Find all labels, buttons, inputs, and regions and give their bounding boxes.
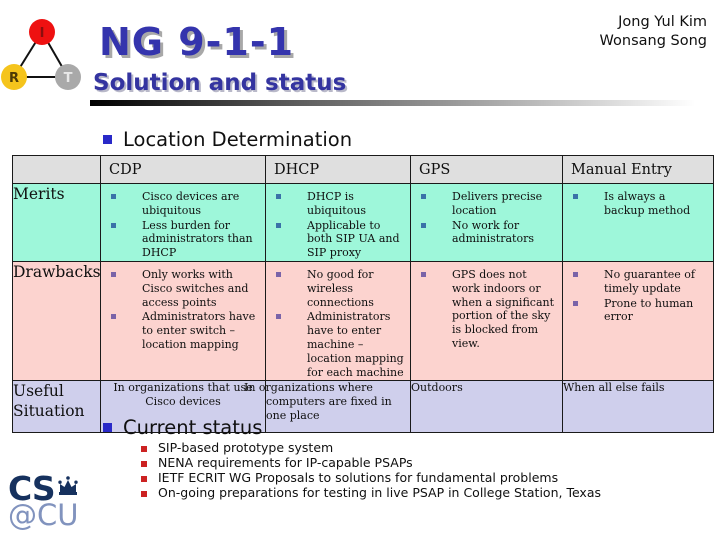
gradient-divider xyxy=(90,100,714,106)
row-label-useful-situation: Useful Situation xyxy=(12,380,101,434)
square-bullet-icon xyxy=(276,222,281,228)
section-title: Location Determination xyxy=(123,128,353,151)
author-2: Wonsang Song xyxy=(599,32,707,49)
red-square-bullet-icon xyxy=(141,446,147,452)
header-dhcp: DHCP xyxy=(265,155,411,184)
header-blank xyxy=(12,155,101,184)
bullet-item: Less burden for administrators than DHCP xyxy=(109,219,261,260)
square-bullet-icon xyxy=(276,271,281,277)
header-cdp: CDP xyxy=(100,155,266,184)
useful-dhcp-cell: In organizations where computers are fix… xyxy=(244,380,411,434)
useful-gps-cell: Outdoors xyxy=(410,380,563,434)
author-names: Jong Yul Kim Wonsang Song xyxy=(600,13,707,50)
header-manual-entry: Manual Entry xyxy=(562,155,714,184)
red-square-bullet-icon xyxy=(141,491,147,497)
location-methods-table: CDP DHCP GPS Manual Entry Merits Cisco d… xyxy=(12,155,714,434)
square-bullet-icon xyxy=(573,194,578,199)
table-row-drawbacks: Drawbacks Only works with Cisco switches… xyxy=(12,260,714,382)
merits-manual-cell: Is always a backup method xyxy=(562,183,714,262)
status-item: On-going preparations for testing in liv… xyxy=(141,486,601,500)
merits-cdp-cell: Cisco devices are ubiquitous Less burden… xyxy=(100,183,266,262)
row-label-drawbacks: Drawbacks xyxy=(12,260,101,382)
bullet-item: Is always a backup method xyxy=(571,190,709,218)
square-bullet-icon xyxy=(111,194,116,199)
square-bullet-icon xyxy=(276,314,281,320)
square-bullet-icon xyxy=(421,194,426,199)
drawbacks-manual-cell: No guarantee of timely update Prone to h… xyxy=(562,260,714,382)
slide-subtitle: Solution and status xyxy=(93,70,347,96)
drawbacks-cdp-cell: Only works with Cisco switches and acces… xyxy=(100,260,266,382)
blue-square-bullet-icon xyxy=(103,423,112,432)
blue-square-bullet-icon xyxy=(103,135,112,144)
useful-cdp-cell: In organizations that use Cisco devices xyxy=(100,380,266,434)
square-bullet-icon xyxy=(276,194,281,199)
irt-triangle-logo-icon: I R T xyxy=(1,19,81,90)
bullet-item: GPS does not work indoors or when a sign… xyxy=(419,268,558,351)
bullet-item: Prone to human error xyxy=(571,297,709,325)
status-item: SIP-based prototype system xyxy=(141,441,601,455)
bullet-item: Delivers precise location xyxy=(419,190,558,218)
header-gps: GPS xyxy=(410,155,563,184)
status-item: IETF ECRIT WG Proposals to solutions for… xyxy=(141,471,601,485)
logo-node-t-label: T xyxy=(64,71,73,86)
columbia-crown-icon xyxy=(57,476,78,495)
section-location-determination: Location Determination xyxy=(103,128,352,151)
section-title: Current status xyxy=(123,416,263,439)
logo-node-i-label: I xyxy=(40,26,45,41)
bullet-item: Only works with Cisco switches and acces… xyxy=(109,268,261,309)
table-header-row: CDP DHCP GPS Manual Entry xyxy=(12,155,714,184)
bullet-item: No guarantee of timely update xyxy=(571,268,709,296)
drawbacks-gps-cell: GPS does not work indoors or when a sign… xyxy=(410,260,563,382)
section-current-status: Current status xyxy=(103,416,262,439)
bullet-item: Administrators have to enter machine – l… xyxy=(274,310,406,379)
square-bullet-icon xyxy=(421,271,426,277)
slide-title: NG 9-1-1 xyxy=(99,20,295,64)
bullet-item: Administrators have to enter switch – lo… xyxy=(109,310,261,351)
useful-manual-cell: When all else fails xyxy=(562,380,714,434)
cscu-logo-cu-text: @CU xyxy=(8,498,79,532)
red-square-bullet-icon xyxy=(141,461,147,467)
logo-node-r-label: R xyxy=(9,71,19,86)
bullet-item: Applicable to both SIP UA and SIP proxy xyxy=(274,219,406,260)
red-square-bullet-icon xyxy=(141,476,147,482)
square-bullet-icon xyxy=(111,314,116,320)
row-label-merits: Merits xyxy=(12,183,101,262)
square-bullet-icon xyxy=(573,271,578,277)
bullet-item: No good for wireless connections xyxy=(274,268,406,309)
bullet-item: Cisco devices are ubiquitous xyxy=(109,190,261,218)
square-bullet-icon xyxy=(421,222,426,228)
current-status-list: SIP-based prototype system NENA requirem… xyxy=(141,441,601,502)
author-1: Jong Yul Kim xyxy=(618,14,707,30)
table-row-useful-situation: Useful Situation In organizations that u… xyxy=(12,380,714,434)
square-bullet-icon xyxy=(573,300,578,306)
merits-dhcp-cell: DHCP is ubiquitous Applicable to both SI… xyxy=(265,183,411,262)
square-bullet-icon xyxy=(111,222,116,228)
merits-gps-cell: Delivers precise location No work for ad… xyxy=(410,183,563,262)
bullet-item: No work for administrators xyxy=(419,219,558,247)
table-row-merits: Merits Cisco devices are ubiquitous Less… xyxy=(12,183,714,262)
bullet-item: DHCP is ubiquitous xyxy=(274,190,406,218)
square-bullet-icon xyxy=(111,271,116,277)
cscu-logo: CS @CU xyxy=(8,472,80,530)
status-item: NENA requirements for IP-capable PSAPs xyxy=(141,456,601,470)
drawbacks-dhcp-cell: No good for wireless connections Adminis… xyxy=(265,260,411,382)
cscu-logo-cs-text: CS xyxy=(8,469,56,508)
